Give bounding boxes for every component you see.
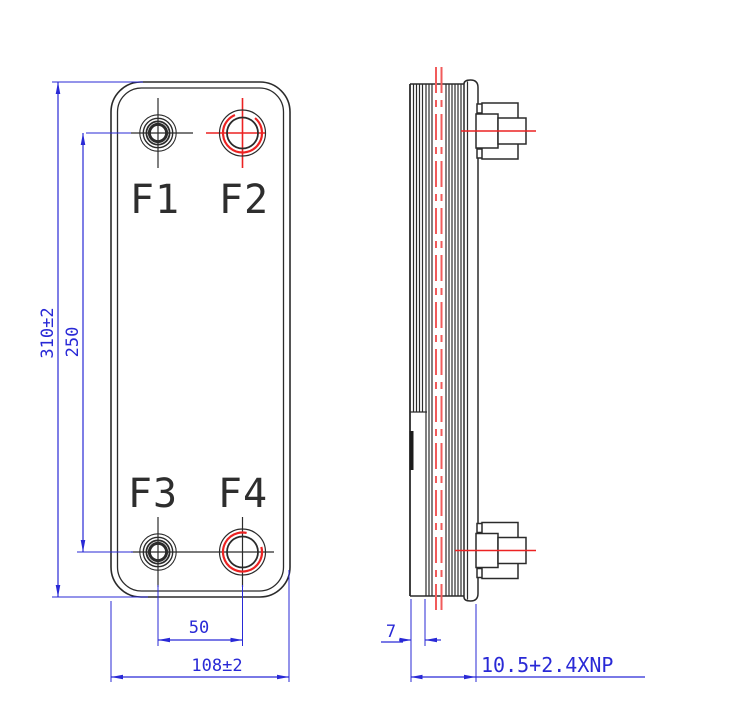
side-view	[409, 67, 536, 613]
port-f2-label: F2	[219, 177, 269, 223]
port-f3-ring-outer	[139, 533, 177, 571]
dim-overall-height-text: 310±2	[38, 307, 58, 358]
dim-port-spacing-text: 50	[189, 618, 209, 638]
plate-lines-full	[425, 84, 462, 596]
nozzle-bottom	[455, 521, 536, 580]
front-view: F1 F2 F3 F4	[110, 81, 291, 598]
port-f2-ring-inner	[226, 116, 259, 150]
port-f4	[218, 517, 267, 587]
port-f3	[131, 517, 274, 587]
port-f1-ring	[142, 117, 174, 149]
plate-break-mark	[409, 431, 414, 470]
port-f3-ring	[145, 539, 171, 565]
port-f2-red-arc	[221, 112, 264, 154]
nozzle-top	[461, 102, 536, 160]
end-cover-plate	[463, 79, 479, 602]
port-f3-ring	[142, 536, 174, 568]
plate-outline-inner	[116, 87, 285, 592]
dim-overall-width-text: 108±2	[191, 656, 242, 676]
port-f4-ring-outer	[218, 528, 267, 576]
plate-outline-outer	[110, 81, 291, 598]
dim-stack-depth-text: 10.5+2.4XNP	[481, 653, 613, 677]
port-f1-ring-outer	[139, 114, 177, 152]
dim-end-plate-text: 7	[386, 622, 396, 642]
port-f1-label: F1	[130, 177, 180, 223]
dim-port-height-text: 250	[63, 327, 83, 358]
port-f1	[131, 98, 193, 168]
port-f2	[206, 98, 267, 168]
plate-lines-short	[412, 84, 424, 412]
port-f3-label: F3	[128, 471, 178, 517]
dimensions: 310±2 250 50 108±2 7 10.5+2.4XNP	[38, 81, 645, 682]
port-f1-ring	[145, 120, 171, 146]
port-f1-ring-inner	[147, 122, 169, 144]
port-f4-ring-inner	[226, 535, 259, 569]
port-f4-red-arc	[221, 531, 264, 573]
port-f2-ring-outer	[218, 109, 267, 157]
port-f3-ring-inner	[147, 541, 169, 563]
extension-lines	[52, 81, 477, 682]
port-f4-label: F4	[218, 471, 268, 517]
